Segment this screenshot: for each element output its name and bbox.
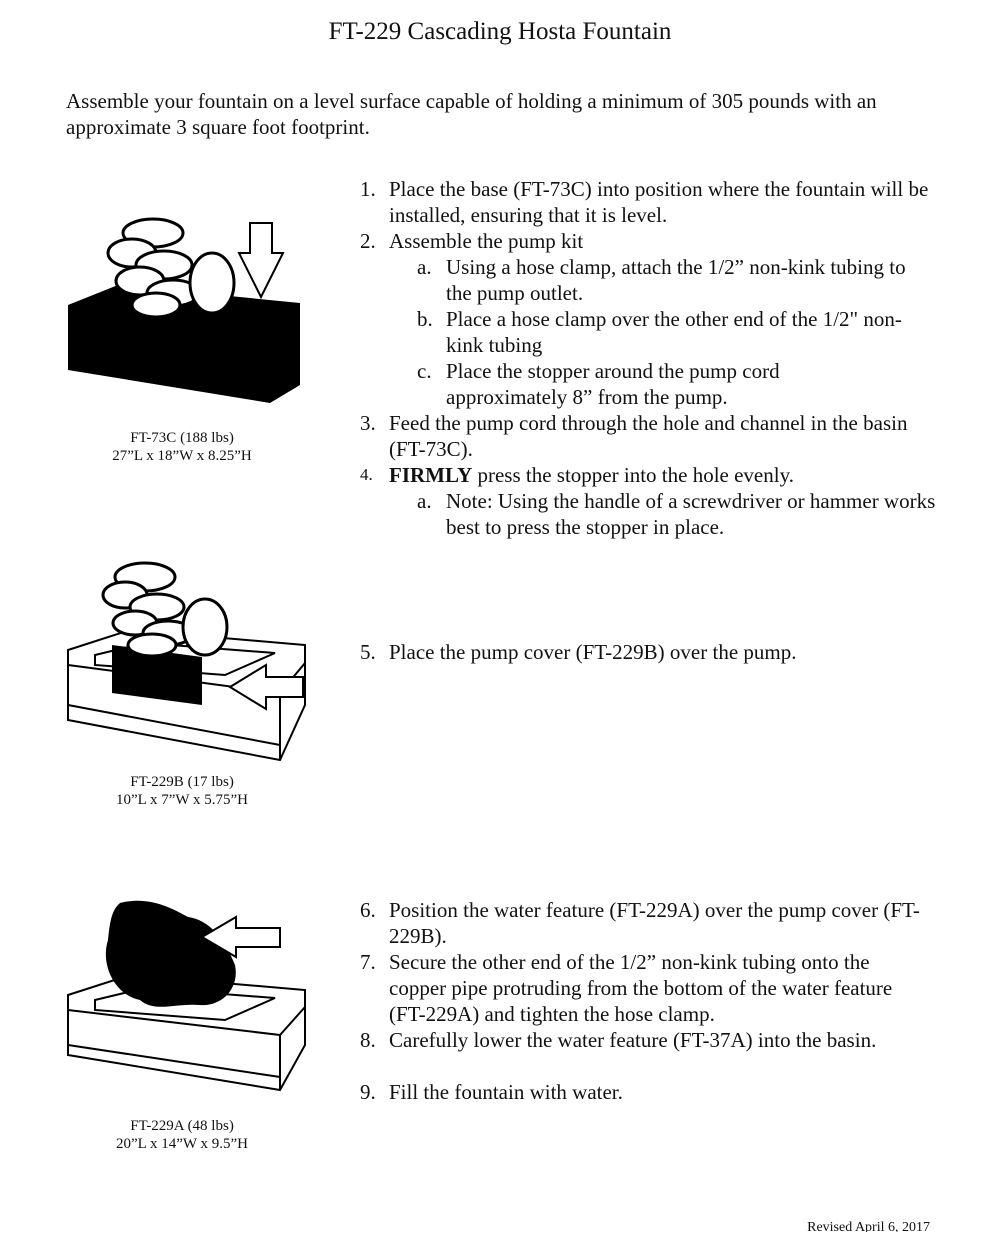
step-2: 2. Assemble the pump kit: [360, 228, 930, 254]
revision-date: Revised April 6, 2017: [807, 1220, 930, 1232]
step-4: 4. FIRMLY press the stopper into the hol…: [360, 462, 930, 488]
substep-text: Using a hose clamp, attach the 1/2” non-…: [446, 255, 906, 305]
part-dims: 10”L x 7”W x 5.75”H: [115, 792, 249, 808]
step-1: 1. Place the base (FT-73C) into position…: [360, 176, 930, 228]
substep-letter: c.: [417, 359, 432, 383]
step-text: Secure the other end of the 1/2” non-kin…: [389, 950, 893, 1026]
step-7: 7. Secure the other end of the 1/2” non-…: [360, 949, 930, 1027]
substep-letter: b.: [417, 307, 433, 331]
part-name: FT-229B (17 lbs): [130, 774, 234, 790]
step-number: 7.: [360, 950, 376, 974]
step-5: 5. Place the pump cover (FT-229B) over t…: [360, 639, 930, 665]
step-6: 6. Position the water feature (FT-229A) …: [360, 897, 930, 949]
step-4a: a. Note: Using the handle of a screwdriv…: [360, 488, 936, 540]
substep-letter: a.: [417, 489, 432, 513]
step-text: Carefully lower the water feature (FT-37…: [389, 1028, 877, 1052]
step-text: Place the base (FT-73C) into position wh…: [389, 177, 929, 227]
substep-text: Note: Using the handle of a screwdriver …: [446, 489, 936, 539]
spacer: [360, 1053, 930, 1079]
steps-group-1: 1. Place the base (FT-73C) into position…: [360, 176, 935, 540]
step-number: 1.: [360, 177, 376, 201]
step-number: 4.: [360, 465, 373, 484]
substep-text: Place the stopper around the pump cord a…: [446, 359, 780, 409]
step-text: Position the water feature (FT-229A) ove…: [389, 898, 920, 948]
water-feature-illustration: [67, 900, 306, 1092]
steps-group-2: 5. Place the pump cover (FT-229B) over t…: [360, 639, 930, 665]
substep-letter: a.: [417, 255, 432, 279]
caption-ft229b: FT-229B (17 lbs) 10”L x 7”W x 5.75”H: [62, 773, 302, 809]
step-number: 6.: [360, 898, 376, 922]
caption-ft229a: FT-229A (48 lbs) 20”L x 14”W x 9.5”H: [62, 1117, 302, 1153]
pump-cover-illustration: [67, 561, 306, 762]
step-text: Feed the pump cord through the hole and …: [389, 411, 908, 461]
intro-paragraph: Assemble your fountain on a level surfac…: [66, 89, 877, 139]
step-number: 2.: [360, 229, 376, 253]
step-text: Assemble the pump kit: [389, 229, 584, 253]
step-number: 9.: [360, 1080, 376, 1104]
step-number: 5.: [360, 640, 376, 664]
step-text: press the stopper into the hole evenly.: [472, 463, 794, 487]
substep-text: Place a hose clamp over the other end of…: [446, 307, 902, 357]
step-number: 3.: [360, 411, 376, 435]
step-text: Place the pump cover (FT-229B) over the …: [389, 640, 797, 664]
part-dims: 27”L x 18”W x 8.25”H: [112, 448, 252, 464]
part-name: FT-229A (48 lbs): [130, 1118, 234, 1134]
step-number: 8.: [360, 1028, 376, 1052]
base-illustration: [68, 217, 300, 403]
step-2a: a. Using a hose clamp, attach the 1/2” n…: [360, 254, 936, 306]
part-dims: 20”L x 14”W x 9.5”H: [115, 1136, 249, 1152]
step-2b: b. Place a hose clamp over the other end…: [360, 306, 906, 358]
steps-group-3: 6. Position the water feature (FT-229A) …: [360, 897, 930, 1105]
step-text: Fill the fountain with water.: [389, 1080, 623, 1104]
step-2c: c. Place the stopper around the pump cor…: [360, 358, 906, 410]
step-9: 9. Fill the fountain with water.: [360, 1079, 930, 1105]
caption-ft73c: FT-73C (188 lbs) 27”L x 18”W x 8.25”H: [62, 429, 302, 465]
step-3: 3. Feed the pump cord through the hole a…: [360, 410, 924, 462]
emphasis-text: FIRMLY: [389, 463, 473, 487]
page-title: FT-229 Cascading Hosta Fountain: [328, 18, 672, 45]
part-name: FT-73C (188 lbs): [130, 430, 234, 446]
step-8: 8. Carefully lower the water feature (FT…: [360, 1027, 930, 1053]
